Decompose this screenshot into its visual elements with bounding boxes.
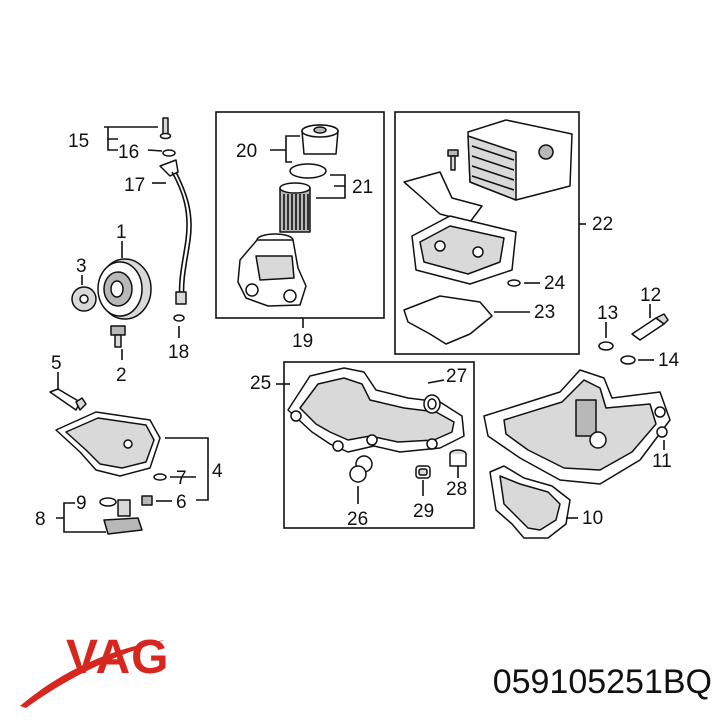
label-5: 5 [51,353,62,374]
plug-28 [449,449,467,467]
label-8: 8 [35,509,46,530]
label-10: 10 [582,508,603,529]
dipstick-bolt [159,117,172,140]
brand-logo-text: VAG [66,631,170,684]
oil-pan-upper [483,369,671,485]
label-2: 2 [116,365,127,386]
o-ring-27 [423,394,441,414]
gasket-29 [415,465,431,479]
oil-level-sensor [103,499,143,535]
oil-filter-housing [237,233,307,307]
dipstick-guide-tube [159,159,192,305]
seal-ring-7 [153,473,167,481]
label-17: 17 [124,175,145,196]
label-3: 3 [76,256,87,277]
seal-ring-24 [507,279,521,287]
label-28: 28 [446,479,467,500]
label-27: 27 [446,366,467,387]
label-7: 7 [176,468,187,489]
oil-filter-cap [301,124,339,155]
oil-filter-element [279,182,311,233]
label-23: 23 [534,302,555,323]
label-21: 21 [352,177,373,198]
label-14: 14 [658,350,680,371]
label-29: 29 [413,501,434,522]
label-12: 12 [640,285,661,306]
label-20: 20 [236,141,257,162]
group-box-22 [394,111,580,355]
oil-baffle [489,465,571,539]
oil-pan-lower [55,411,161,477]
group-box-19 [215,111,385,319]
o-ring-26-pair [349,455,373,483]
sealant-tube-5 [49,388,87,411]
seal-ring-13 [598,341,614,351]
oil-cooler [467,119,573,201]
label-9: 9 [76,493,87,514]
label-18: 18 [168,342,189,363]
part-number: 059105251BQ [492,663,712,701]
sealant-tube-12 [631,313,669,341]
label-1: 1 [116,222,127,243]
group-box-25 [283,361,475,529]
bracket-gasket [403,295,493,345]
label-22: 22 [592,214,613,235]
oil-filter-bracket [411,215,517,285]
label-25: 25 [250,373,271,394]
label-24: 24 [544,273,566,294]
label-26: 26 [347,509,368,530]
seal-ring-14 [620,355,636,365]
pulley-washer [71,286,97,312]
label-4: 4 [212,461,223,482]
label-15: 15 [68,131,89,152]
label-6: 6 [176,492,187,513]
label-16: 16 [118,142,139,163]
label-11: 11 [652,451,672,472]
intake-manifold [287,367,465,453]
cooler-gasket-upper [403,171,483,223]
cooler-bolt [447,149,459,171]
label-19: 19 [292,331,313,352]
vag-logo-swoosh [20,640,165,708]
seal-ring-18 [173,314,185,322]
drain-plug-6 [141,495,153,506]
label-13: 13 [597,303,618,324]
seal-ring-16 [162,149,176,157]
oil-filter-o-ring [289,163,327,179]
seal-ring-9 [99,497,117,507]
pulley-bolt [110,325,126,348]
crankshaft-pulley [97,258,152,320]
